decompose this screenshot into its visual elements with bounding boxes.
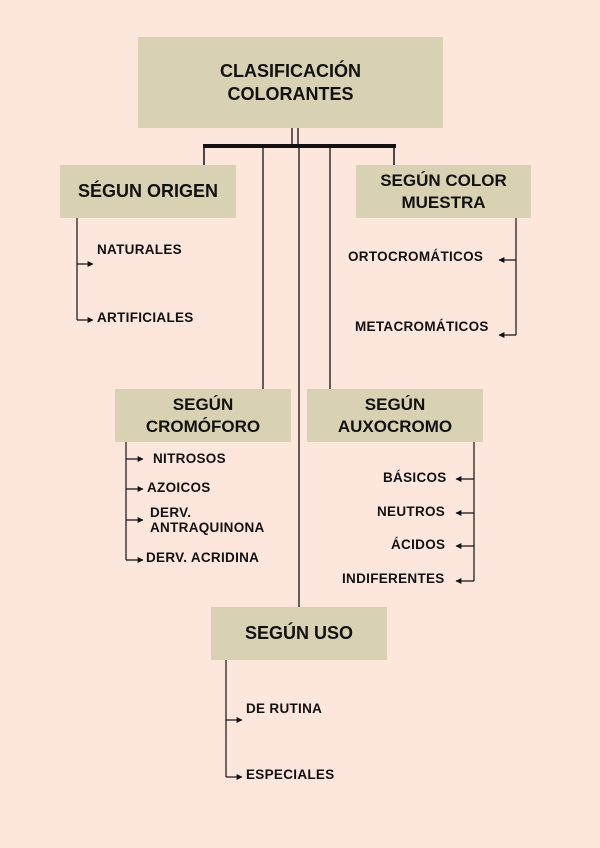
- cromoforo-title-line1: SEGÚN: [172, 395, 234, 415]
- auxocromo-item-neutros: NEUTROS: [377, 504, 446, 519]
- auxocromo-title-line1: SEGÚN: [364, 395, 426, 415]
- origen-title: SÉGUN ORIGEN: [77, 181, 219, 202]
- root-title-line2: COLORANTES: [227, 83, 354, 104]
- cromoforo-title-line2: CROMÓFORO: [145, 416, 261, 436]
- uso-item-especiales: ESPECIALES: [246, 767, 335, 782]
- cromoforo-node: SEGÚN CROMÓFORO: [115, 389, 291, 442]
- auxocromo-node: SEGÚN AUXOCROMO: [307, 389, 483, 442]
- origen-item-naturales: NATURALES: [97, 242, 182, 257]
- cromoforo-item-antraquinona: ANTRAQUINONA: [150, 520, 265, 535]
- root-node: CLASIFICACIÓN COLORANTES: [138, 37, 443, 128]
- auxocromo-title-line2: AUXOCROMO: [337, 416, 453, 436]
- uso-title: SEGÚN USO: [244, 623, 354, 644]
- root-title-line1: CLASIFICACIÓN: [220, 61, 361, 81]
- color-muestra-title-line1: SEGÚN COLOR: [380, 171, 507, 191]
- uso-node: SEGÚN USO: [211, 607, 387, 660]
- color-item-metacromaticos: METACROMÁTICOS: [355, 319, 489, 334]
- origen-item-artificiales: ARTIFICIALES: [97, 310, 194, 325]
- auxocromo-item-indiferentes: INDIFERENTES: [342, 571, 445, 586]
- origen-node: SÉGUN ORIGEN: [60, 165, 236, 218]
- color-muestra-title-line2: MUESTRA: [401, 192, 486, 212]
- uso-item-de-rutina: DE RUTINA: [246, 701, 323, 716]
- color-item-ortocromaticos: ORTOCROMÁTICOS: [348, 249, 484, 264]
- cromoforo-item-derv: DERV.: [150, 505, 192, 520]
- auxocromo-item-basicos: BÁSICOS: [383, 470, 447, 485]
- cromoforo-item-azoicos: AZOICOS: [147, 480, 211, 495]
- color-muestra-node: SEGÚN COLOR MUESTRA: [356, 165, 531, 218]
- auxocromo-item-acidos: ÁCIDOS: [391, 537, 446, 552]
- cromoforo-item-derv-acridina: DERV. ACRIDINA: [146, 550, 260, 565]
- cromoforo-item-nitrosos: NITROSOS: [153, 451, 226, 466]
